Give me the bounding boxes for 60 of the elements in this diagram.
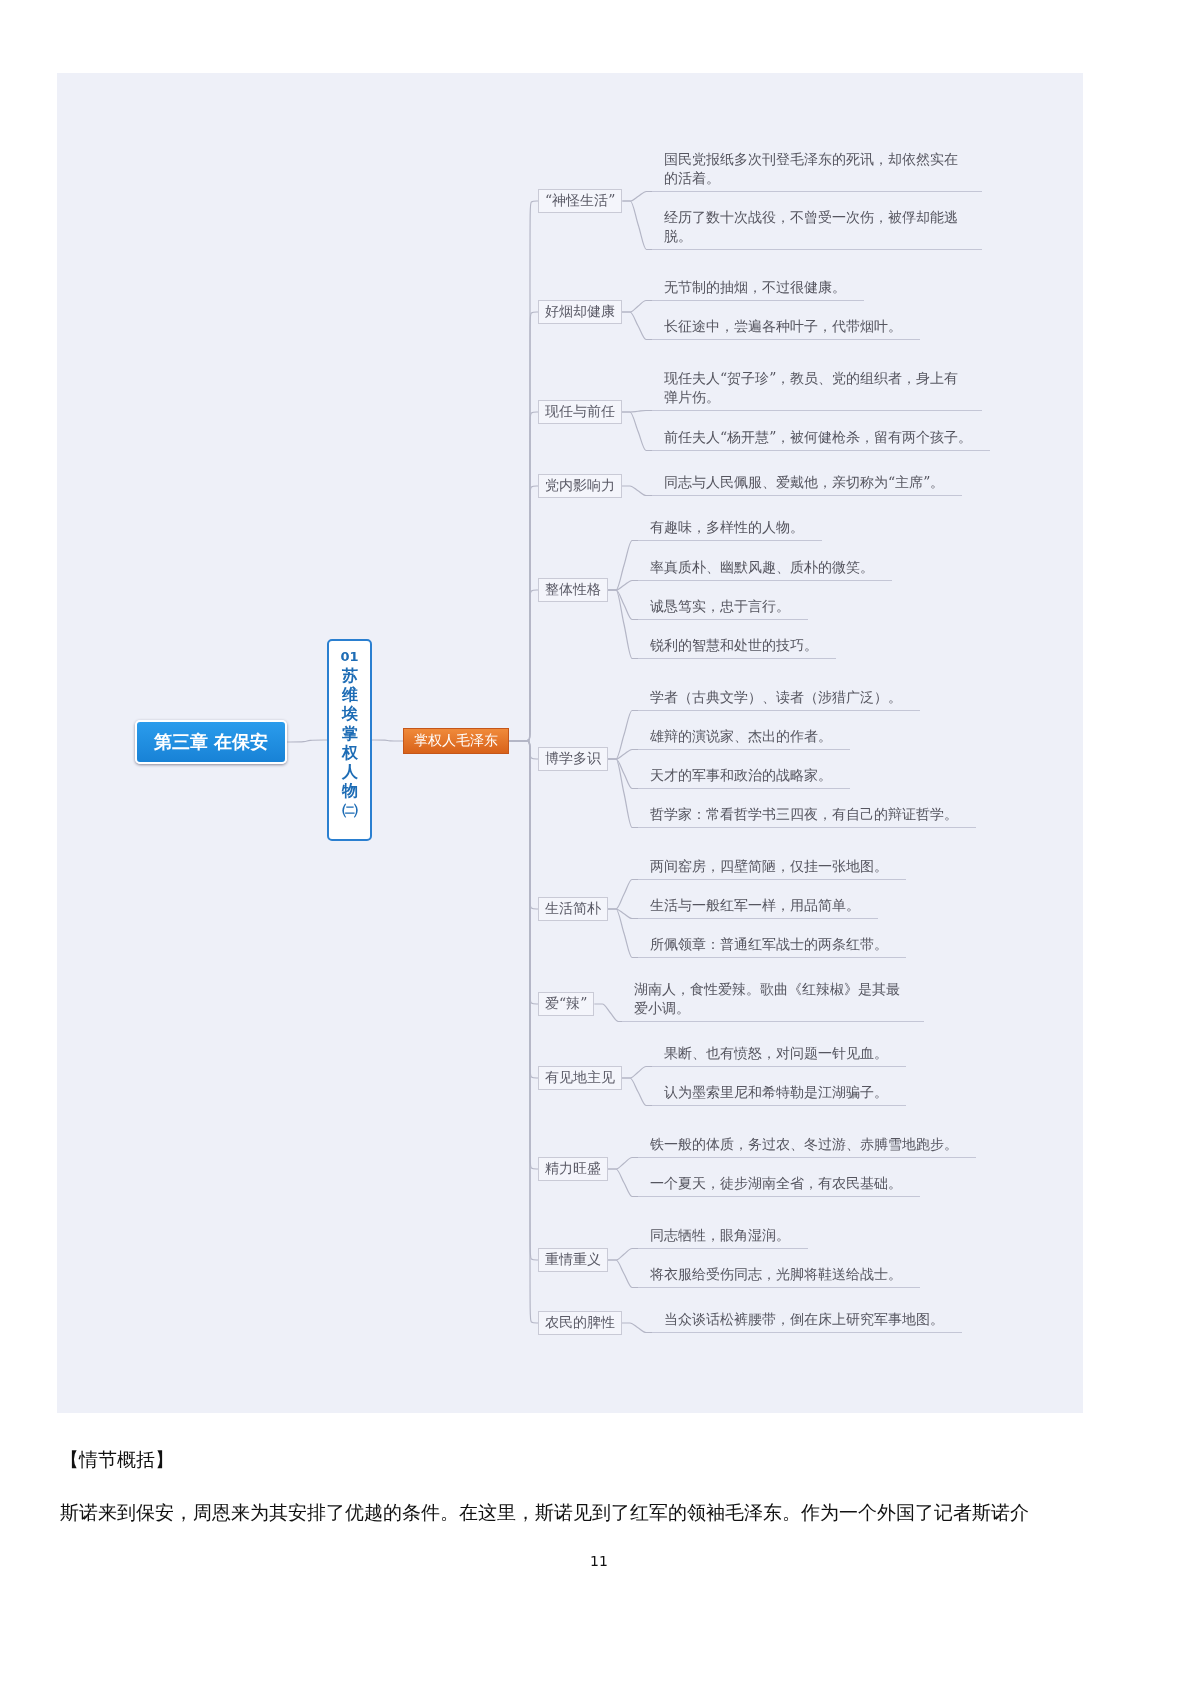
- branch-topic: 整体性格: [538, 578, 608, 602]
- branch-topic: 爱“辣”: [538, 992, 595, 1016]
- branch-topic: 生活简朴: [538, 897, 608, 921]
- subtopic: 锐利的智慧和处世的技巧。: [638, 636, 836, 659]
- subtopic: 同志牺牲，眼角湿润。: [638, 1226, 808, 1249]
- connector: [621, 311, 653, 341]
- subtopic: 同志与人民佩服、爱戴他，亲切称为“主席”。: [652, 473, 963, 496]
- subtopic: 果断、也有愤怒，对问题一针见血。: [652, 1044, 906, 1067]
- connector: [593, 1003, 623, 1023]
- branch-topic: 精力旺盛: [538, 1157, 608, 1181]
- subtopic: 率真质朴、幽默风趣、质朴的微笑。: [638, 558, 892, 581]
- connector: [621, 485, 653, 497]
- branch-topic: 博学多识: [538, 747, 608, 771]
- main-branch-topic: 掌权人毛泽东: [403, 728, 509, 754]
- branch-topic: 现任与前任: [538, 400, 622, 424]
- subtopic: 所佩领章：普通红军战士的两条红带。: [638, 935, 906, 958]
- subtopic: 经历了数十次战役，不曾受一次伤，被俘却能逃脱。: [652, 208, 982, 250]
- topic-title: 苏维埃掌权人物㈡: [341, 666, 358, 820]
- subtopic: 国民党报纸多次刊登毛泽东的死讯，却依然实在的活着。: [652, 150, 982, 192]
- subtopic: 两间窑房，四壁简陋，仅挂一张地图。: [638, 857, 906, 880]
- subtopic: 铁一般的体质，务过农、冬过游、赤膊雪地跑步。: [638, 1135, 976, 1158]
- connector: [621, 411, 653, 452]
- root-topic: 第三章 在保安: [135, 720, 287, 764]
- topic-box: [327, 639, 372, 841]
- connector: [607, 1168, 639, 1198]
- subtopic: 哲学家：常看哲学书三四夜，有自己的辩证哲学。: [638, 805, 976, 828]
- page-number: 11: [590, 1553, 608, 1569]
- subtopic: 湖南人，食性爱辣。歌曲《红辣椒》是其最爱小调。: [622, 980, 924, 1022]
- subtopic: 一个夏天，徒步湖南全省，有农民基础。: [638, 1174, 920, 1197]
- branch-topic: “神怪生活”: [538, 189, 623, 213]
- subtopic: 认为墨索里尼和希特勒是江湖骗子。: [652, 1083, 906, 1106]
- subtopic: 生活与一般红军一样，用品简单。: [638, 896, 878, 919]
- branch-topic: 好烟却健康: [538, 300, 622, 324]
- subtopic: 无节制的抽烟，不过很健康。: [652, 278, 864, 301]
- branch-topic: 农民的脾性: [538, 1311, 622, 1335]
- subtopic: 学者（古典文学）、读者（涉猎广泛）。: [638, 688, 920, 711]
- topic-number: 01: [340, 649, 359, 664]
- subtopic: 当众谈话松裤腰带，倒在床上研究军事地图。: [652, 1310, 962, 1333]
- connector: [371, 739, 404, 742]
- connector: [607, 1259, 639, 1289]
- connector: [286, 739, 328, 743]
- subtopic: 雄辩的演说家、杰出的作者。: [638, 727, 850, 750]
- subtopic: 天才的军事和政治的战略家。: [638, 766, 850, 789]
- connector: [607, 758, 639, 829]
- connector: [621, 1077, 653, 1107]
- subtopic: 将衣服给受伤同志，光脚将鞋送给战士。: [638, 1265, 920, 1288]
- section-heading: 【情节概括】: [60, 1447, 174, 1472]
- subtopic: 诚恳笃实，忠于言行。: [638, 597, 808, 620]
- connector: [607, 589, 639, 660]
- branch-topic: 有见地主见: [538, 1066, 622, 1090]
- subtopic: 长征途中，尝遍各种叶子，代带烟叶。: [652, 317, 920, 340]
- subtopic: 前任夫人“杨开慧”，被何健枪杀，留有两个孩子。: [652, 428, 991, 451]
- subtopic: 现任夫人“贺子珍”，教员、党的组织者，身上有弹片伤。: [652, 369, 982, 411]
- connector: [621, 1322, 653, 1334]
- branch-topic: 重情重义: [538, 1248, 608, 1272]
- paragraph: 斯诺来到保安，周恩来为其安排了优越的条件。在这里，斯诺见到了红军的领袖毛泽东。作为一个外国了记者斯诺介: [60, 1500, 1029, 1525]
- connector: [607, 908, 639, 959]
- subtopic: 有趣味，多样性的人物。: [638, 518, 822, 541]
- branch-topic: 党内影响力: [538, 474, 622, 498]
- connector: [621, 200, 653, 251]
